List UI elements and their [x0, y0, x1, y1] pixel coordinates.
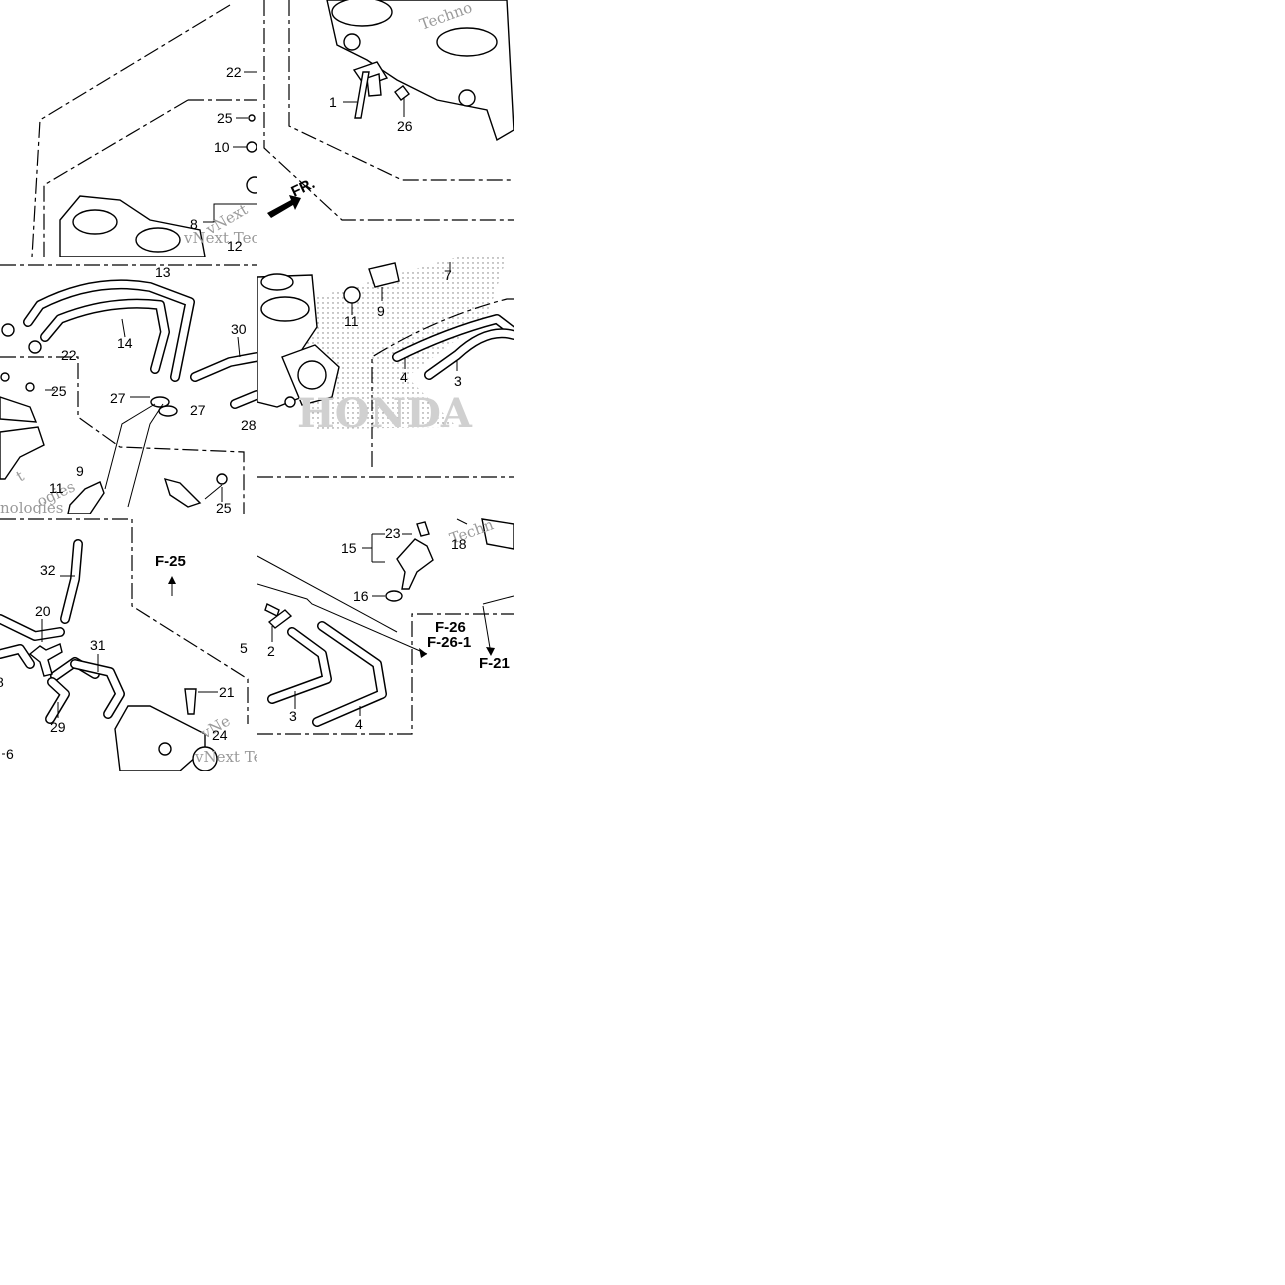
- part-number-label: 16: [353, 588, 369, 604]
- watermark-text: vNext Tec: [183, 229, 257, 247]
- part-number-label: 11: [49, 480, 64, 496]
- part-number-label: 2: [267, 643, 275, 659]
- cross-reference-label: F-26-1: [427, 634, 471, 651]
- front-direction-marker: FR.: [289, 175, 318, 201]
- cross-reference-label: F-25: [155, 553, 186, 570]
- part-number-label: 10: [214, 139, 230, 155]
- part-number-label: 14: [117, 335, 133, 351]
- part-number-label: 27: [190, 402, 206, 418]
- part-number-label: 25: [216, 500, 232, 514]
- part-number-label: 30: [231, 321, 247, 337]
- watermark-text: vNext Te: [194, 748, 257, 766]
- part-number-label: 3: [289, 708, 297, 724]
- diagram-tile-top-right: FR. Techno 1 26: [257, 0, 514, 257]
- diagram-tile-middle-left: t ogies nologies 13 14 30 22 25 27 27 28…: [0, 257, 257, 514]
- part-number-label: 3: [454, 373, 462, 389]
- part-number-label: 21: [219, 684, 235, 700]
- part-number-label: 8: [0, 674, 4, 690]
- part-number-label: 26: [397, 118, 413, 134]
- part-number-label: 31: [90, 637, 106, 653]
- diagram-tile-top-left: vNext vNext Tec 22 25 10 8 12: [0, 0, 257, 257]
- part-number-label: 5: [240, 640, 248, 656]
- part-number-label: 29: [50, 719, 66, 735]
- part-number-label: 4: [400, 369, 408, 385]
- cross-reference-label: F-26: [435, 619, 466, 636]
- part-number-label: 27: [110, 390, 126, 406]
- part-number-label: 28: [241, 417, 257, 433]
- part-number-label: 15: [341, 540, 357, 556]
- part-number-label: 18: [451, 536, 467, 552]
- watermark-text: nologies: [0, 499, 64, 514]
- part-number-label: 20: [35, 603, 51, 619]
- part-number-label: 7: [444, 267, 452, 283]
- part-number-label: 9: [377, 303, 385, 319]
- part-number-label: 22: [226, 64, 242, 80]
- watermark-text: t: [13, 467, 27, 486]
- part-number-label: 24: [212, 727, 228, 743]
- cross-reference-label: F-21: [479, 655, 510, 672]
- part-number-label: 32: [40, 562, 56, 578]
- part-number-label: 22: [61, 347, 77, 363]
- part-number-label: 8: [190, 216, 198, 232]
- part-number-label: 9: [76, 463, 84, 479]
- part-number-label: 1: [329, 94, 337, 110]
- part-number-label: 23: [385, 525, 401, 541]
- part-number-label: 4: [355, 716, 363, 732]
- part-number-label: 25: [217, 110, 233, 126]
- part-number-label: 13: [155, 264, 171, 280]
- diagram-tile-bottom-left: vNe vNext Te F-25 32 20 31 5 8 29 21 24 …: [0, 514, 257, 771]
- diagram-tile-bottom-right: Techn 23 18 15 16 2 3 4 F-26 F-26-1 F-21: [257, 514, 514, 771]
- diagram-tile-middle-right: HONDA 7 11 9 4 3: [257, 257, 514, 514]
- part-number-label: 12: [227, 238, 243, 254]
- part-number-label: 6: [6, 746, 14, 762]
- part-number-label: 25: [51, 383, 67, 399]
- part-number-label: 11: [344, 313, 359, 329]
- watermark-text: HONDA: [297, 390, 473, 437]
